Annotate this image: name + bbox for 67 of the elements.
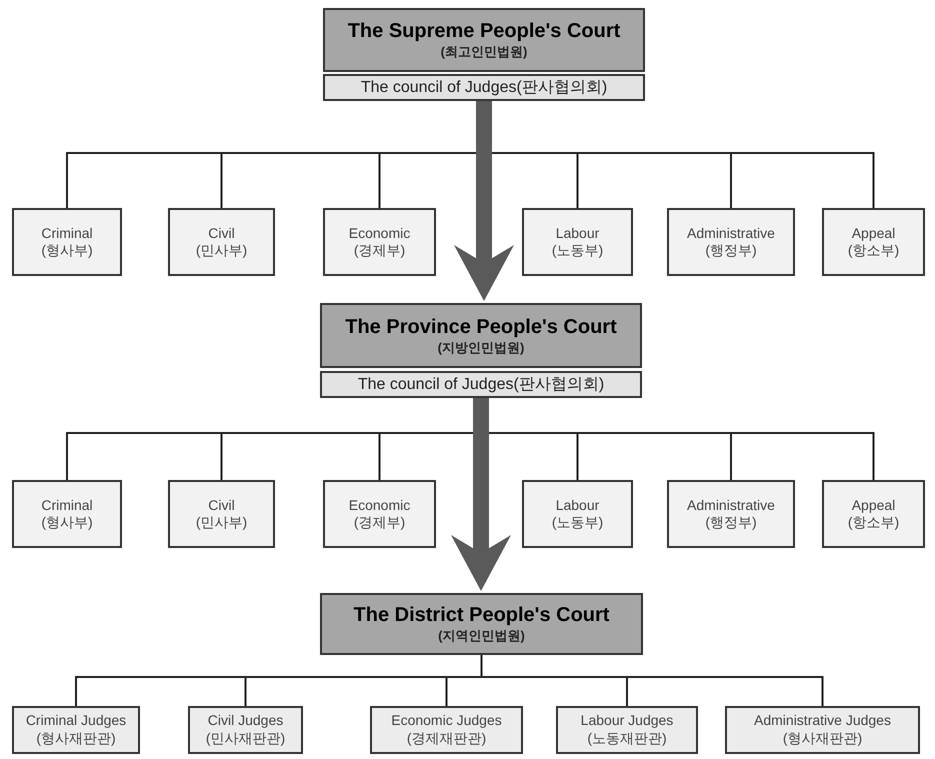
box-title: Appeal	[852, 224, 896, 242]
korean-subtitle: (지방인민법원)	[438, 340, 524, 356]
korean-subtitle: (최고인민법원)	[440, 44, 528, 61]
box-title: Labour	[556, 496, 600, 514]
box-title: Economic	[348, 496, 410, 514]
box-title: The Province People's Court	[345, 314, 617, 340]
box-title: The council of Judges(판사협의회)	[358, 374, 604, 394]
box-title: Civil Judges	[208, 712, 284, 730]
court-box	[320, 303, 642, 368]
division-box	[323, 208, 436, 276]
korean-subtitle: (경제부)	[354, 242, 406, 260]
box-title: Administrative	[687, 496, 775, 514]
division-box	[822, 208, 925, 276]
box-title: Administrative Judges	[754, 712, 891, 730]
down-arrow	[454, 101, 514, 301]
box-title: Criminal Judges	[26, 712, 126, 730]
division-box	[12, 208, 122, 276]
court-box	[320, 593, 643, 655]
connector-line	[480, 655, 824, 706]
box-title: Criminal	[41, 224, 93, 242]
box-title: The Supreme People's Court	[348, 19, 620, 44]
division-box	[667, 480, 795, 548]
judges-box	[725, 706, 920, 754]
division-box	[667, 208, 795, 276]
division-box	[168, 480, 275, 548]
korean-subtitle: (행정부)	[705, 514, 757, 532]
box-title: Appeal	[852, 496, 896, 514]
judges-box	[188, 706, 303, 754]
box-title: The District People's Court	[354, 603, 610, 628]
box-title: Civil	[208, 496, 235, 514]
box-title: Civil	[208, 224, 235, 242]
box-title: Labour	[556, 224, 600, 242]
korean-subtitle: (지역인민법원)	[438, 628, 525, 645]
judges-box	[370, 706, 523, 754]
judges-box	[12, 706, 140, 754]
korean-subtitle: (노동재판관)	[587, 730, 667, 747]
korean-subtitle: (항소부)	[848, 514, 900, 532]
box-title: Administrative	[687, 224, 775, 242]
division-box	[522, 480, 633, 548]
judges-box	[556, 706, 698, 754]
korean-subtitle: (민사부)	[196, 242, 248, 260]
korean-subtitle: (형사재판관)	[782, 730, 862, 747]
korean-subtitle: (경제부)	[354, 514, 406, 532]
korean-subtitle: (민사부)	[196, 514, 248, 532]
korean-subtitle: (형사부)	[41, 514, 93, 532]
korean-subtitle: (행정부)	[705, 242, 757, 260]
down-arrow	[451, 398, 511, 591]
korean-subtitle: (형사부)	[41, 242, 93, 260]
division-box	[822, 480, 925, 548]
division-box	[323, 480, 436, 548]
korean-subtitle: (노동부)	[552, 242, 604, 260]
korean-subtitle: (노동부)	[552, 514, 604, 532]
korean-subtitle: (형사재판관)	[36, 730, 116, 747]
division-box	[12, 480, 122, 548]
box-title: Criminal	[41, 496, 93, 514]
division-box	[168, 208, 275, 276]
box-title: The council of Judges(판사협의회)	[360, 78, 608, 98]
court-box	[323, 8, 645, 72]
council-box	[320, 371, 642, 398]
box-title: Economic Judges	[391, 712, 502, 730]
korean-subtitle: (경제재판관)	[406, 730, 486, 747]
korean-subtitle: (민사재판관)	[206, 730, 286, 747]
korean-subtitle: (항소부)	[848, 242, 900, 260]
council-box	[323, 74, 645, 101]
box-title: Labour Judges	[580, 712, 674, 730]
division-box	[522, 208, 633, 276]
box-title: Economic	[348, 224, 410, 242]
